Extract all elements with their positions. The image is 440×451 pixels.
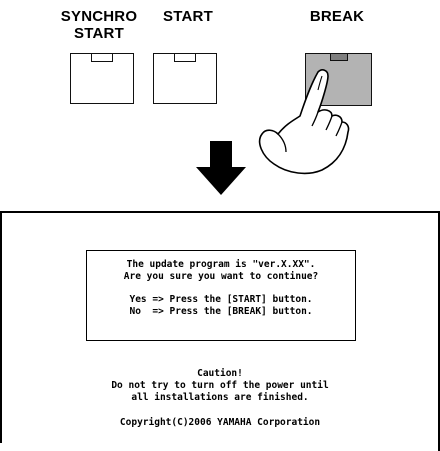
start-led bbox=[174, 54, 196, 62]
lcd-screen-edge bbox=[0, 211, 2, 443]
synchro-start-label: SYNCHRO START bbox=[60, 8, 138, 42]
synchro-start-label-line2: START bbox=[74, 25, 124, 42]
dialog-no-instruction: No => Press the [BREAK] button. bbox=[129, 306, 313, 317]
caution-text-line2: all installations are finished. bbox=[131, 392, 309, 403]
dialog-version-text: The update program is "ver.X.XX". bbox=[126, 259, 316, 270]
confirm-dialog: The update program is "ver.X.XX". Are yo… bbox=[86, 250, 356, 341]
pointing-hand-icon bbox=[258, 69, 350, 175]
synchro-start-led bbox=[91, 54, 113, 62]
dialog-yes-instruction: Yes => Press the [START] button. bbox=[129, 294, 313, 305]
dialog-question-text: Are you sure you want to continue? bbox=[123, 271, 319, 282]
caution-title: Caution! bbox=[197, 368, 243, 379]
synchro-start-button[interactable] bbox=[70, 53, 134, 104]
caution-text-line1: Do not try to turn off the power until bbox=[111, 380, 329, 391]
arrow-down-icon bbox=[196, 141, 246, 195]
start-label: START bbox=[163, 8, 213, 25]
copyright-text: Copyright(C)2006 YAMAHA Corporation bbox=[119, 417, 321, 428]
break-label: BREAK bbox=[309, 8, 365, 25]
synchro-start-label-line1: SYNCHRO bbox=[60, 8, 138, 25]
break-led bbox=[329, 54, 348, 61]
start-button[interactable] bbox=[153, 53, 217, 104]
